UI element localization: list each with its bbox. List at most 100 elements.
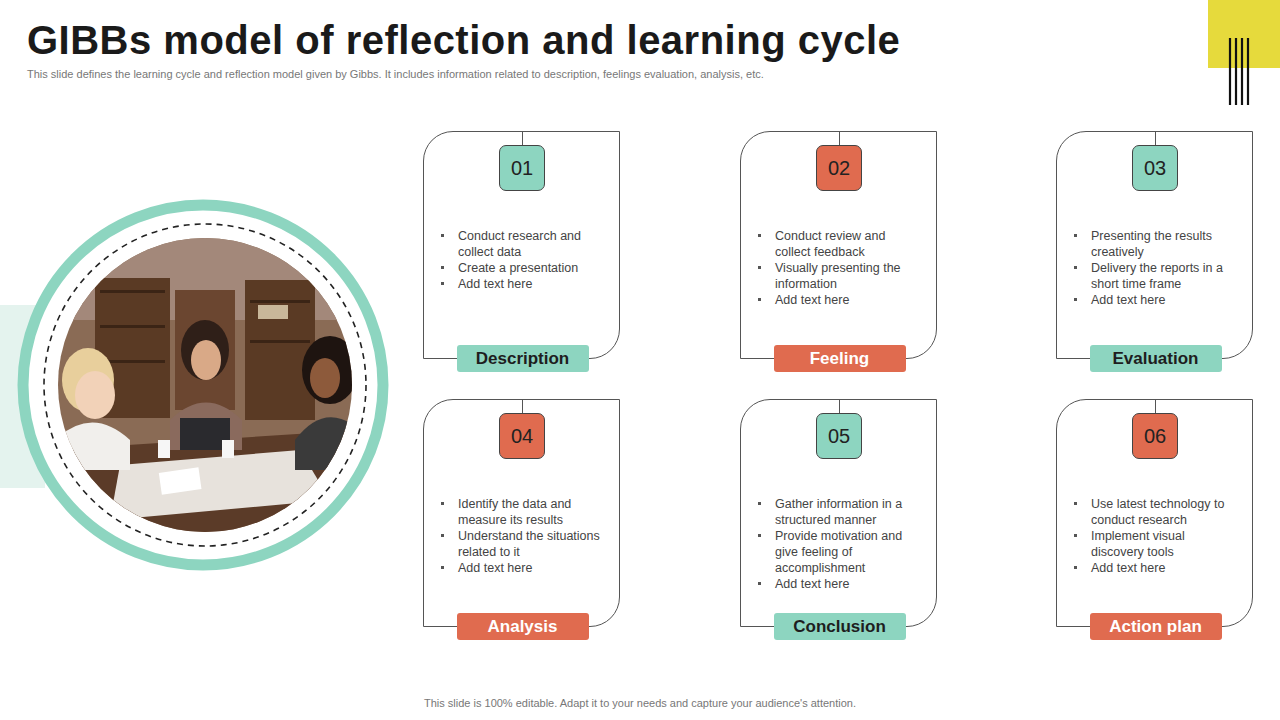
stage-label: Conclusion (793, 617, 886, 637)
bullet-item: Add text here (441, 276, 601, 292)
step-number-badge: 03 (1132, 145, 1178, 191)
bullet-text: Use latest technology to conduct researc… (1091, 497, 1224, 527)
step-number: 04 (511, 425, 533, 448)
stage-label: Feeling (810, 349, 870, 369)
bullet-item: Add text here (1074, 292, 1234, 308)
bullet-text: Gather information in a structured manne… (775, 497, 902, 527)
stage-card: Conduct research and collect dataCreate … (423, 131, 620, 359)
bullet-mark (758, 502, 761, 505)
stage-label: Evaluation (1113, 349, 1199, 369)
stage-label-pill: Description (457, 345, 589, 372)
dashed-ring (44, 224, 366, 546)
bullet-mark (758, 234, 761, 237)
bullet-text: Create a presentation (458, 261, 578, 275)
connector-tick (839, 132, 840, 145)
bullet-text: Add text here (775, 577, 849, 591)
connector-tick (1155, 132, 1156, 145)
bullet-item: Create a presentation (441, 260, 601, 276)
stage-card: Conduct review and collect feedbackVisua… (740, 131, 937, 359)
bullet-mark (1074, 502, 1077, 505)
bullet-list: Conduct research and collect dataCreate … (441, 228, 601, 292)
corner-block (1208, 0, 1280, 68)
bullet-item: Conduct review and collect feedback (758, 228, 918, 260)
stage-card: Identify the data and measure its result… (423, 399, 620, 627)
bullet-mark (758, 534, 761, 537)
bullet-list: Identify the data and measure its result… (441, 496, 601, 576)
bullet-item: Provide motivation and give feeling of a… (758, 528, 918, 576)
bullet-item: Visually presenting the information (758, 260, 918, 292)
connector-tick (1155, 400, 1156, 413)
stage-label-pill: Feeling (774, 345, 906, 372)
meeting-photo (50, 230, 360, 540)
corner-lines (1230, 38, 1248, 105)
bullet-item: Conduct research and collect data (441, 228, 601, 260)
bullet-mark (1074, 266, 1077, 269)
outer-ring (23, 205, 383, 565)
stage-card: Use latest technology to conduct researc… (1056, 399, 1253, 627)
bullet-mark (1074, 534, 1077, 537)
step-number-badge: 01 (499, 145, 545, 191)
stage-label: Action plan (1109, 617, 1202, 637)
step-number: 03 (1144, 157, 1166, 180)
step-number: 05 (828, 425, 850, 448)
bullet-list: Presenting the results creativelyDeliver… (1074, 228, 1234, 308)
bullet-text: Delivery the reports in a short time fra… (1091, 261, 1223, 291)
bullet-text: Conduct research and collect data (458, 229, 581, 259)
stage-label-pill: Analysis (457, 613, 589, 640)
bullet-item: Use latest technology to conduct researc… (1074, 496, 1234, 528)
step-number: 02 (828, 157, 850, 180)
bullet-text: Add text here (1091, 293, 1165, 307)
bullet-text: Presenting the results creatively (1091, 229, 1212, 259)
stage-label-pill: Action plan (1090, 613, 1222, 640)
bullet-item: Delivery the reports in a short time fra… (1074, 260, 1234, 292)
connector-tick (522, 132, 523, 145)
bullet-item: Add text here (441, 560, 601, 576)
bullet-item: Add text here (758, 292, 918, 308)
bullet-mark (1074, 234, 1077, 237)
slide-title: GIBBs model of reflection and learning c… (27, 18, 900, 63)
step-number-badge: 05 (816, 413, 862, 459)
subtitle-note: This slide defines the learning cycle an… (27, 68, 764, 80)
bullet-text: Identify the data and measure its result… (458, 497, 571, 527)
bullet-text: Conduct review and collect feedback (775, 229, 885, 259)
footer-caption: This slide is 100% editable. Adapt it to… (0, 697, 1280, 709)
bullet-mark (1074, 298, 1077, 301)
stage-label: Description (476, 349, 570, 369)
bullet-text: Provide motivation and give feeling of a… (775, 529, 902, 575)
bullet-item: Understand the situations related to it (441, 528, 601, 560)
bullet-text: Implement visual discovery tools (1091, 529, 1185, 559)
stage-card: Presenting the results creativelyDeliver… (1056, 131, 1253, 359)
stage-label-pill: Conclusion (774, 613, 906, 640)
connector-tick (839, 400, 840, 413)
bullet-item: Add text here (1074, 560, 1234, 576)
step-number-badge: 02 (816, 145, 862, 191)
bullet-mark (758, 298, 761, 301)
bullet-mark (441, 534, 444, 537)
step-number-badge: 06 (1132, 413, 1178, 459)
bullet-item: Implement visual discovery tools (1074, 528, 1234, 560)
bullet-text: Add text here (458, 277, 532, 291)
bullet-list: Use latest technology to conduct researc… (1074, 496, 1234, 576)
bullet-mark (758, 582, 761, 585)
connector-tick (522, 400, 523, 413)
step-number: 06 (1144, 425, 1166, 448)
bullet-list: Gather information in a structured manne… (758, 496, 918, 592)
bullet-item: Gather information in a structured manne… (758, 496, 918, 528)
stage-label-pill: Evaluation (1090, 345, 1222, 372)
bullet-text: Add text here (458, 561, 532, 575)
bullet-text: Add text here (1091, 561, 1165, 575)
bullet-text: Add text here (775, 293, 849, 307)
bullet-item: Identify the data and measure its result… (441, 496, 601, 528)
stage-label: Analysis (488, 617, 558, 637)
bullet-mark (441, 234, 444, 237)
stage-card: Gather information in a structured manne… (740, 399, 937, 627)
bullet-list: Conduct review and collect feedbackVisua… (758, 228, 918, 308)
bullet-mark (441, 566, 444, 569)
step-number: 01 (511, 157, 533, 180)
bullet-mark (441, 266, 444, 269)
bullet-text: Visually presenting the information (775, 261, 901, 291)
bullet-mark (1074, 566, 1077, 569)
bullet-text: Understand the situations related to it (458, 529, 600, 559)
step-number-badge: 04 (499, 413, 545, 459)
